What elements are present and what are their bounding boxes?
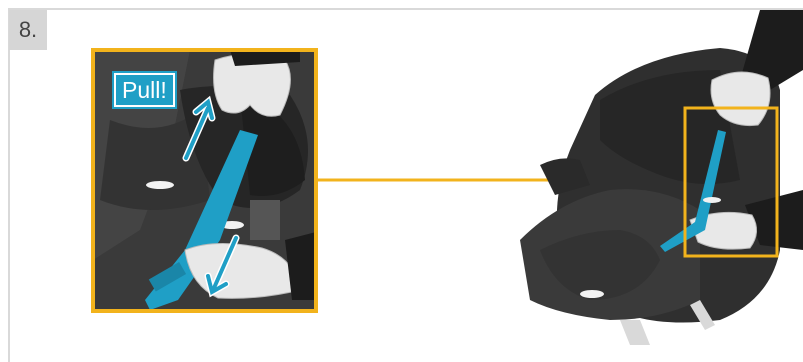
car-seat [520,10,803,345]
seat-slot-small [580,290,604,298]
pull-callout: Pull! [114,73,175,107]
seat-slot [146,181,174,189]
